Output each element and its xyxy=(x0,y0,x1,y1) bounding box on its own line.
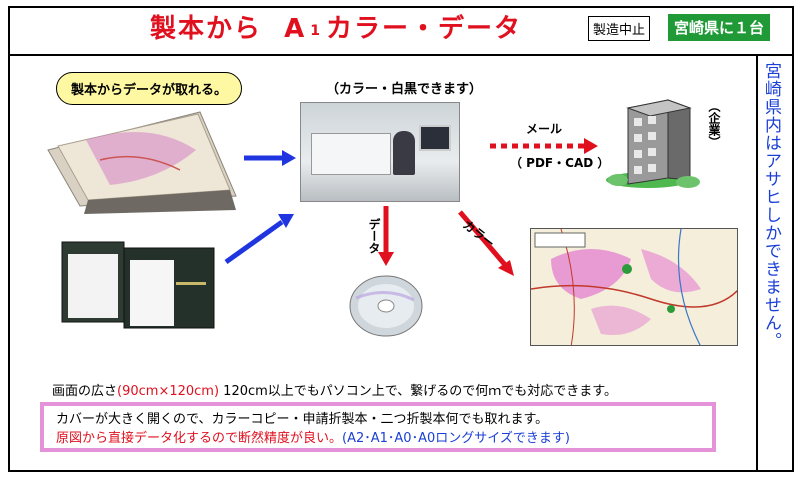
building-icon xyxy=(606,99,700,188)
blue-arrow-top xyxy=(244,150,296,166)
data-arrow xyxy=(378,206,394,266)
pdf-cad-label: （ PDF・CAD ） xyxy=(510,156,610,170)
operator-figure xyxy=(393,131,415,175)
company-label: （企業） xyxy=(707,100,721,148)
info-box: カバーが大きく開くので、カラーコピー・申請折製本・二つ折製本何でも取れます。 原… xyxy=(40,402,716,452)
mail-arrow xyxy=(490,138,598,154)
title-a: A xyxy=(284,14,307,44)
scanner-machine xyxy=(311,133,391,175)
miyazaki-badge: 宮崎県に１台 xyxy=(668,14,771,41)
info-line-2: 原図から直接データ化するので断然精度が良い。(A2･A1･A0･A0ロングサイズ… xyxy=(56,429,700,448)
open-book-image xyxy=(47,111,237,214)
mail-label: メール xyxy=(526,122,563,136)
copier-caption: （カラー・白黒できます） xyxy=(326,82,483,97)
caption-size: (90cm×120cm) xyxy=(117,384,220,399)
scanner-photo xyxy=(300,102,460,202)
monitor-icon xyxy=(419,125,451,151)
caption-post: 120cm以上でもパソコン上で、繋げるので何ｍでも対応できます。 xyxy=(223,384,617,399)
caption-pre: 画面の広さ xyxy=(52,384,118,399)
title-post: カラー・データ xyxy=(326,14,523,44)
discontinued-badge: 製造中止 xyxy=(588,16,651,41)
bound-books-image xyxy=(61,241,215,329)
blue-arrow-bottom xyxy=(224,214,294,265)
title-sub: 1 xyxy=(310,23,322,39)
sidebar-divider xyxy=(756,54,758,470)
title-pre: 製本から xyxy=(150,14,263,44)
cd-disc-icon xyxy=(349,275,423,337)
color-map-image xyxy=(530,228,738,346)
header-divider xyxy=(10,54,792,56)
data-label: データ xyxy=(367,218,381,254)
pill-label: 製本からデータが取れる。 xyxy=(56,72,243,105)
sidebar-vertical-text: 宮崎県内はアサヒしかできません。 xyxy=(761,62,781,350)
info-line-2-blue: (A2･A1･A0･A0ロングサイズできます) xyxy=(342,431,570,446)
info-line-1: カバーが大きく開くので、カラーコピー・申請折製本・二つ折製本何でも取れます。 xyxy=(56,412,549,427)
info-line-2-red: 原図から直接データ化するので断然精度が良い。 xyxy=(56,431,343,446)
map-drawing xyxy=(531,229,737,345)
size-caption: 画面の広さ(90cm×120cm) 120cm以上でもパソコン上で、繋げるので何… xyxy=(52,380,617,399)
color-arrow xyxy=(458,210,514,276)
